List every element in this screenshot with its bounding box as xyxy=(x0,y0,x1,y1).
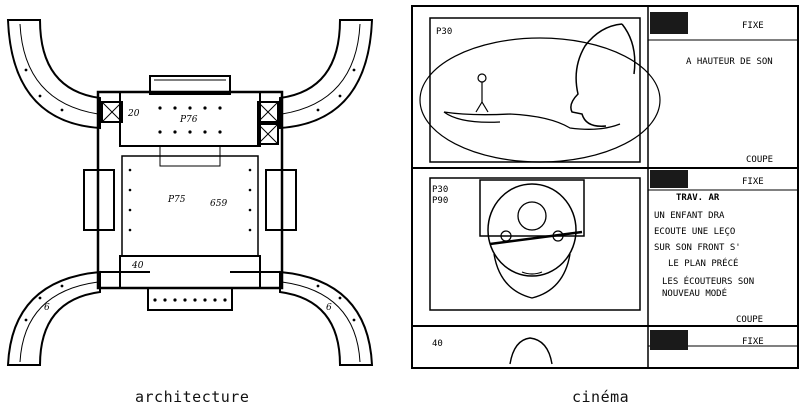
shot-number: P30 P90 xyxy=(432,185,454,206)
architecture-floor-plan: 20 P76 P75 659 40 6 6 xyxy=(0,10,380,370)
room-label: 659 xyxy=(210,199,227,209)
room-label: 6 xyxy=(44,303,50,313)
caption-cinema: cinéma xyxy=(572,388,630,406)
note-line: LE PLAN PRÉCÉ xyxy=(668,257,738,269)
storyboard-drawing: P30 FIXE A HAUTEUR DE SON COUPE P30 P90 … xyxy=(411,5,799,369)
shot-number: P30 xyxy=(436,27,452,37)
note-line: NOUVEAU MODÉ xyxy=(662,287,727,299)
note-line: ECOUTE UNE LEÇO xyxy=(654,227,735,237)
hatched-mark xyxy=(650,170,688,188)
note-line: LES ÉCOUTEURS SON xyxy=(662,275,754,287)
camera-movement: TRAV. AR xyxy=(676,193,720,203)
room-label: 40 xyxy=(131,261,144,271)
caption-architecture: architecture xyxy=(135,388,250,406)
room-label: P76 xyxy=(179,115,198,125)
transition-label: COUPE xyxy=(736,315,763,325)
room-label: 6 xyxy=(326,303,332,313)
room-label: 20 xyxy=(127,109,140,119)
shot-number: 40 xyxy=(432,339,443,349)
transition-label: COUPE xyxy=(746,155,773,165)
floor-plan-drawing: 20 P76 P75 659 40 6 6 xyxy=(6,19,374,366)
shot-type: FIXE xyxy=(742,337,764,347)
room-label: P75 xyxy=(167,195,186,205)
shot-note: A HAUTEUR DE SON xyxy=(686,57,773,67)
film-storyboard: P30 FIXE A HAUTEUR DE SON COUPE P30 P90 … xyxy=(410,4,800,370)
shot-type: FIXE xyxy=(742,177,764,187)
shot-type: FIXE xyxy=(742,21,764,31)
note-line: UN ENFANT DRA xyxy=(654,211,725,221)
hatched-mark xyxy=(650,12,688,34)
note-line: SUR SON FRONT S' xyxy=(654,243,741,253)
hatched-mark xyxy=(650,330,688,350)
